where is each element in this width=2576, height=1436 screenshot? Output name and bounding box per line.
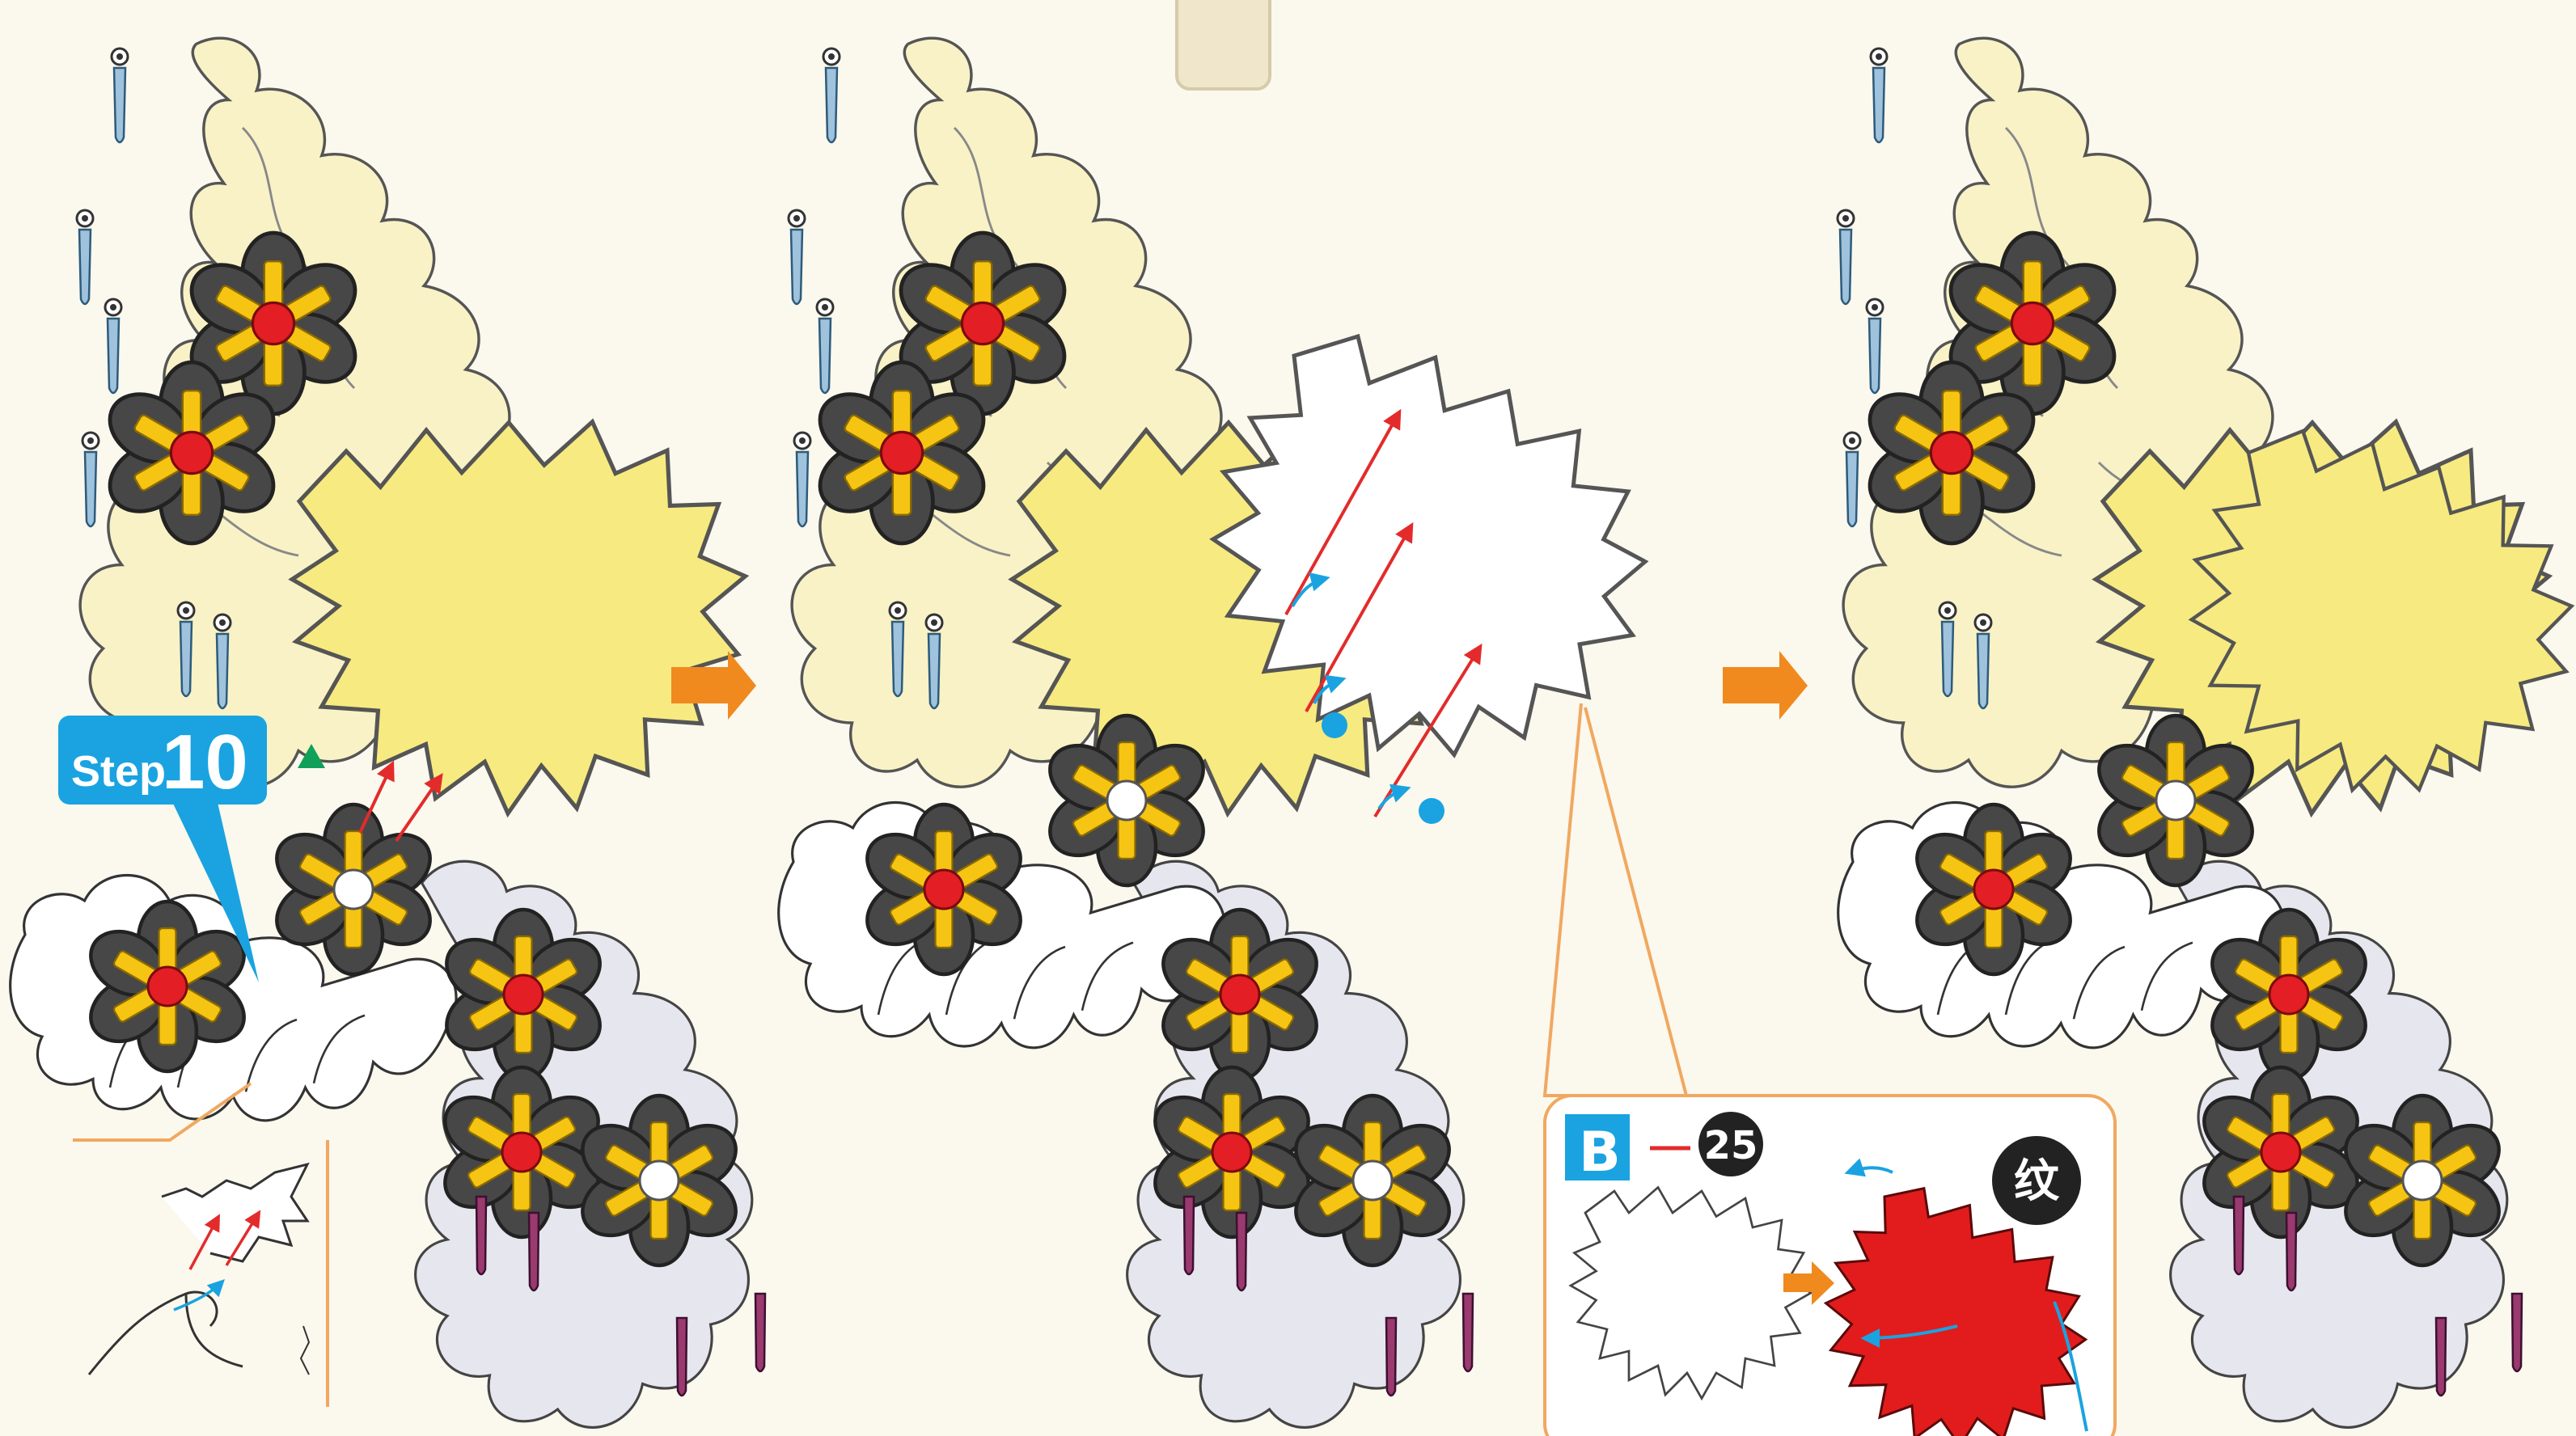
part-inset-b25: B 25 纹 <box>1543 1094 2117 1436</box>
arrow-right-icon <box>1783 1261 1834 1305</box>
part-letter-badge <box>1565 1114 1630 1180</box>
panel-3-result <box>1836 36 2575 1429</box>
step-number: 10 <box>162 719 248 805</box>
step-badge: Step 10 <box>58 716 267 982</box>
panel-2-attach <box>777 36 1688 1429</box>
step-label: Step <box>71 747 166 796</box>
arrow-right-icon <box>671 651 756 720</box>
red-leaf-textured <box>1823 1186 2088 1436</box>
page-tab <box>1175 0 1271 91</box>
dot-icon <box>1419 798 1445 824</box>
part-number-badge <box>1698 1112 1763 1176</box>
part-letter: B <box>1579 1121 1621 1185</box>
white-leaf-piece-b25 <box>1209 333 1649 758</box>
dot-icon <box>1322 712 1347 738</box>
texture-badge <box>1992 1136 2081 1225</box>
detail-inset-step10 <box>73 1082 329 1407</box>
arrow-right-icon <box>1723 651 1808 720</box>
yellow-fan-left <box>288 418 750 818</box>
white-leaf-preview <box>1568 1185 1813 1401</box>
panel-1-before: Step 10 <box>9 36 767 1429</box>
guide-arrows-middle <box>1284 408 1483 824</box>
part-number: 25 <box>1704 1123 1758 1168</box>
yellow-leaf-attached <box>2188 429 2575 794</box>
texture-glyph: 纹 <box>2014 1155 2060 1208</box>
guide-arrows-step10 <box>358 760 443 843</box>
triangle-icon <box>298 744 325 768</box>
callout-line-b25-right <box>1584 707 1688 1096</box>
